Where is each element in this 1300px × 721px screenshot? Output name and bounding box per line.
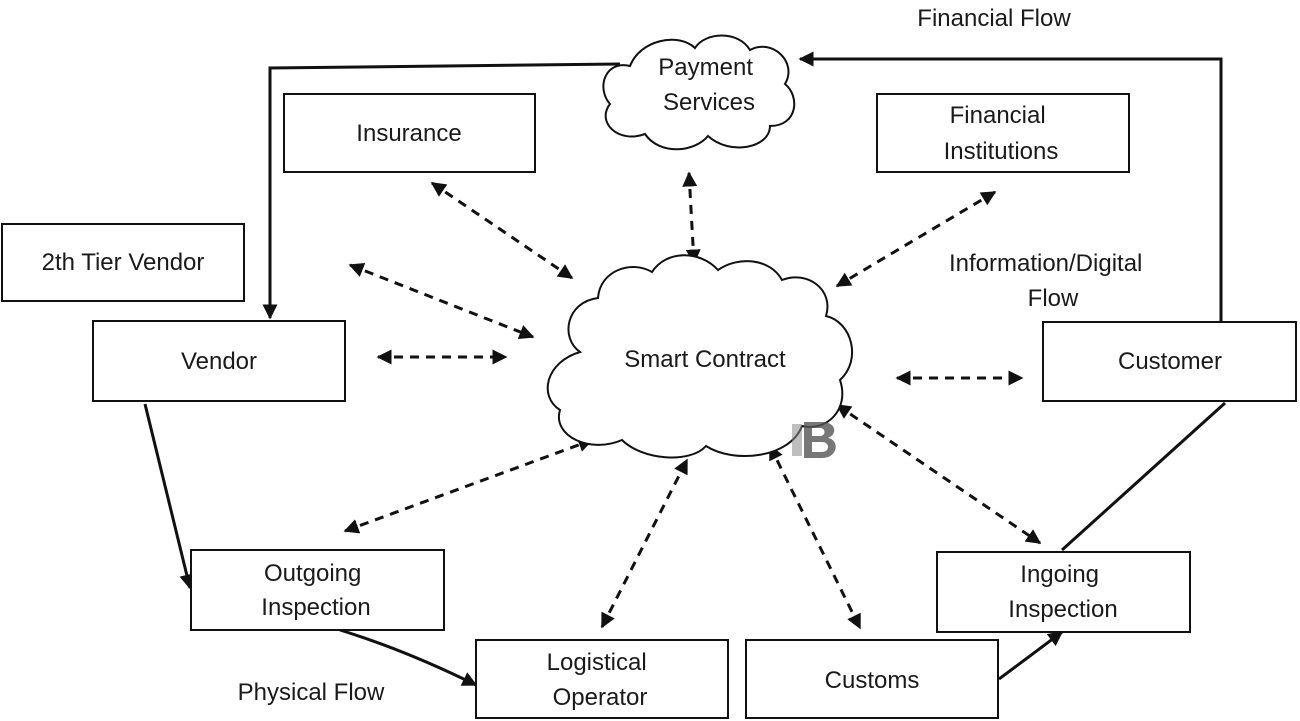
outgoing-inspection-label: Outgoing Inspection [261, 560, 370, 621]
customer-box [1042, 321, 1297, 402]
physical-flow-customer-to-ingoing [1060, 401, 1227, 552]
insurance-label: Insurance [356, 120, 461, 147]
info-arrow-ingoing-inspection [835, 403, 1042, 545]
info-arrow-tier2-vendor [348, 262, 535, 340]
physical-flow-vendor-to-outgoing [143, 403, 195, 590]
tier2-vendor-box [1, 223, 245, 302]
physical-flow-customs-to-ingoing [998, 630, 1064, 681]
outgoing-inspection-box [190, 549, 445, 631]
tier2-vendor-label: 2th Tier Vendor [42, 249, 205, 276]
financial-flow-customer-to-payment [798, 51, 1223, 322]
insurance-box [283, 93, 536, 173]
blockchain-b-logo-icon [792, 422, 836, 458]
financial-flow-label: Financial Flow [917, 5, 1071, 32]
info-arrow-logistical-operator [600, 458, 689, 629]
payment-services-cloud [602, 34, 796, 151]
financial-institutions-box [876, 93, 1130, 173]
vendor-box [92, 320, 346, 402]
physical-flow-outgoing-to-logistical [339, 628, 478, 687]
logistical-operator-label: Logistical Operator [547, 649, 654, 711]
physical-flow-label: Physical Flow [238, 679, 385, 706]
customer-label: Customer [1118, 348, 1222, 375]
financial-institutions-label: Financial Institutions [944, 102, 1059, 165]
vendor-label: Vendor [181, 348, 257, 375]
payment-services-label: Payment Services [658, 54, 759, 116]
physical-flow-lines [143, 401, 1227, 687]
info-arrow-insurance [430, 181, 574, 280]
logistical-operator-box [475, 639, 729, 719]
customs-box [745, 639, 999, 719]
ingoing-inspection-box [936, 551, 1191, 633]
info-arrow-payment [682, 171, 701, 265]
smart-contract-label: Smart Contract [624, 346, 786, 373]
information-flow-arrows [343, 171, 1042, 630]
financial-flow-lines [262, 51, 1223, 322]
ingoing-inspection-label: Ingoing Inspection [1008, 561, 1117, 623]
financial-flow-payment-to-vendor [262, 62, 621, 320]
info-arrow-outgoing-inspection [343, 437, 594, 534]
customs-label: Customs [825, 667, 920, 694]
information-flow-label: Information/Digital Flow [949, 250, 1149, 312]
info-arrow-customs [768, 444, 862, 630]
